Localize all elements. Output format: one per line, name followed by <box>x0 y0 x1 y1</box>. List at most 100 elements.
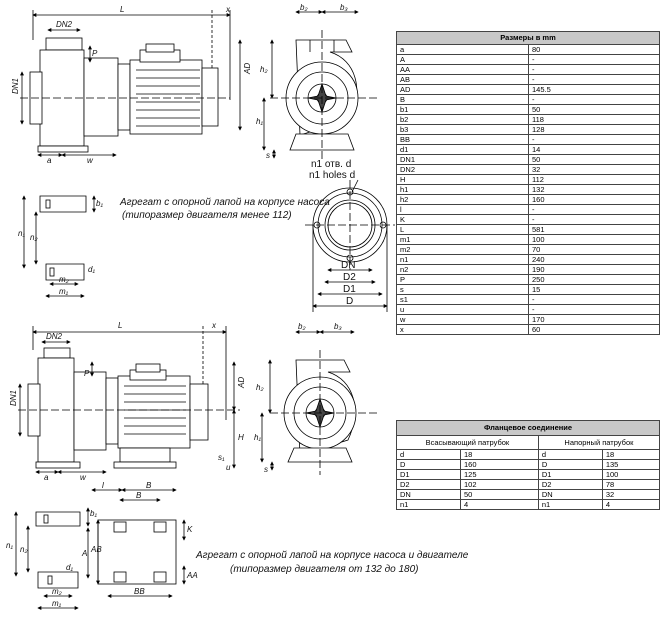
discharge-value: 18 <box>601 449 661 460</box>
suction-value: 4 <box>460 499 539 510</box>
dimension-value: 14 <box>528 144 660 155</box>
dimension-key: L <box>396 224 529 235</box>
label-u-bottom: u <box>226 463 231 472</box>
label-b1-top: b₁ <box>96 199 103 208</box>
label-DN1-bottom: DN1 <box>9 390 18 406</box>
flange-table-title: Фланцевое соединение <box>396 420 660 436</box>
caption-bottom-1: Агрегат с опорной лапой на корпусе насос… <box>195 550 469 561</box>
label-m1-bottom: m₁ <box>52 599 62 608</box>
dimension-value: 50 <box>528 154 660 165</box>
table-row: s1- <box>396 294 660 305</box>
suction-value: 125 <box>460 469 539 480</box>
dimension-value: - <box>528 204 660 215</box>
discharge-value: 100 <box>601 469 661 480</box>
dimension-value: - <box>528 304 660 315</box>
label-n2-bottom: n₂ <box>20 545 28 554</box>
label-AD-bottom: AD <box>237 377 246 389</box>
dimension-key: b3 <box>396 124 529 135</box>
dimension-value: 100 <box>528 234 660 245</box>
dimension-key: h2 <box>396 194 529 205</box>
foot-detail-top <box>22 195 96 298</box>
dimension-value: 160 <box>528 194 660 205</box>
dimension-key: H <box>396 174 529 185</box>
bottom-front-view <box>260 330 380 475</box>
dimension-value: - <box>528 94 660 105</box>
dimension-value: 118 <box>528 114 660 125</box>
table-row: AB- <box>396 74 660 85</box>
dimension-key: d1 <box>396 144 529 155</box>
dimension-key: K <box>396 214 529 225</box>
discharge-key: D <box>537 459 603 470</box>
suction-value: 160 <box>460 459 539 470</box>
dimension-value: 240 <box>528 254 660 265</box>
table-row: A- <box>396 54 660 65</box>
dimension-value: 581 <box>528 224 660 235</box>
label-P-bottom: P <box>84 369 90 378</box>
dimension-key: x <box>396 324 529 335</box>
table-row: AA- <box>396 64 660 75</box>
table-row: l- <box>396 204 660 215</box>
label-b3: b₃ <box>340 3 348 12</box>
label-d1-bottom: d₁ <box>66 563 73 572</box>
dimension-value: - <box>528 134 660 145</box>
flange-holes-label-en: n1 holes d <box>309 170 355 181</box>
top-side-view <box>20 10 242 157</box>
label-D1: D1 <box>343 284 356 295</box>
label-x: x <box>225 5 231 14</box>
discharge-key: DN <box>537 489 603 500</box>
label-w-bottom: w <box>80 473 87 482</box>
label-m2-top: m₂ <box>59 275 69 284</box>
discharge-key: d <box>537 449 603 460</box>
label-h2-bottom: h₂ <box>256 383 264 392</box>
dimension-value: 250 <box>528 274 660 285</box>
table-row: K- <box>396 214 660 225</box>
suction-key: d <box>396 449 461 460</box>
dimension-key: s1 <box>396 294 529 305</box>
dimension-key: AA <box>396 64 529 75</box>
label-m1-top: m₁ <box>59 287 69 296</box>
label-L-bottom: L <box>118 321 122 330</box>
discharge-key: D1 <box>537 469 603 480</box>
flange-holes-label-ru: n1 отв. d <box>311 159 351 170</box>
dimension-value: 132 <box>528 184 660 195</box>
label-n1-top: n₁ <box>18 229 25 238</box>
dimension-key: B <box>396 94 529 105</box>
dimension-value: 112 <box>528 174 660 185</box>
dimension-value: 15 <box>528 284 660 295</box>
discharge-value: 135 <box>601 459 661 470</box>
label-d1-top: d₁ <box>88 265 95 274</box>
label-AD: AD <box>243 63 252 75</box>
dimension-key: DN2 <box>396 164 529 175</box>
label-D2: D2 <box>343 272 356 283</box>
foot-detail-bottom <box>14 498 186 610</box>
label-n1-bottom: n₁ <box>6 541 13 550</box>
top-front-view <box>262 10 380 160</box>
dimension-key: m2 <box>396 244 529 255</box>
label-b3-bottom: b₃ <box>334 322 342 331</box>
discharge-key: D2 <box>537 479 603 490</box>
dimension-value: 190 <box>528 264 660 275</box>
label-D: D <box>346 296 353 307</box>
label-A-plan: A <box>81 549 87 558</box>
table-row: u- <box>396 304 660 315</box>
flange-view <box>305 179 395 312</box>
dimension-key: a <box>396 44 529 55</box>
table-row: BB- <box>396 134 660 145</box>
dimension-key: n1 <box>396 254 529 265</box>
label-h1: h₁ <box>256 117 263 126</box>
